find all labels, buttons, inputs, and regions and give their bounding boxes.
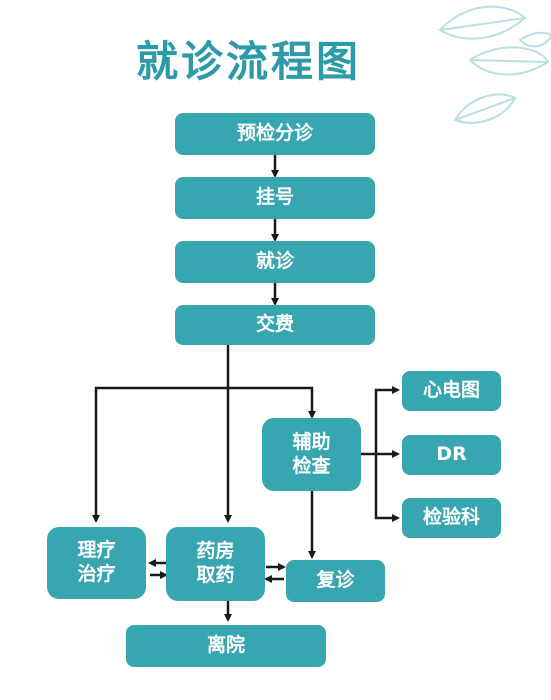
node-followup: 复诊 [286, 560, 385, 602]
node-ecg: 心电图 [402, 371, 501, 411]
page-title: 就诊流程图 [136, 37, 362, 86]
leaf-decoration [438, 5, 551, 124]
arrow-aux-to-ecg [374, 386, 400, 454]
node-leave: 离院 [126, 625, 326, 667]
node-registration: 挂号 [175, 177, 375, 219]
node-pharmacy: 药房 取药 [166, 527, 265, 601]
arrow-payment-to-physio [92, 386, 228, 523]
node-aux-exam: 辅助 检查 [262, 418, 361, 491]
arrow-payment-to-aux [228, 386, 316, 419]
arrow-aux-to-lab [374, 454, 400, 522]
node-lab: 检验科 [402, 498, 501, 538]
node-pre-triage: 预检分诊 [175, 113, 375, 155]
node-consultation: 就诊 [175, 241, 375, 283]
node-dr: DR [402, 435, 501, 475]
node-payment: 交费 [175, 305, 375, 345]
node-physio: 理疗 治疗 [47, 527, 146, 599]
